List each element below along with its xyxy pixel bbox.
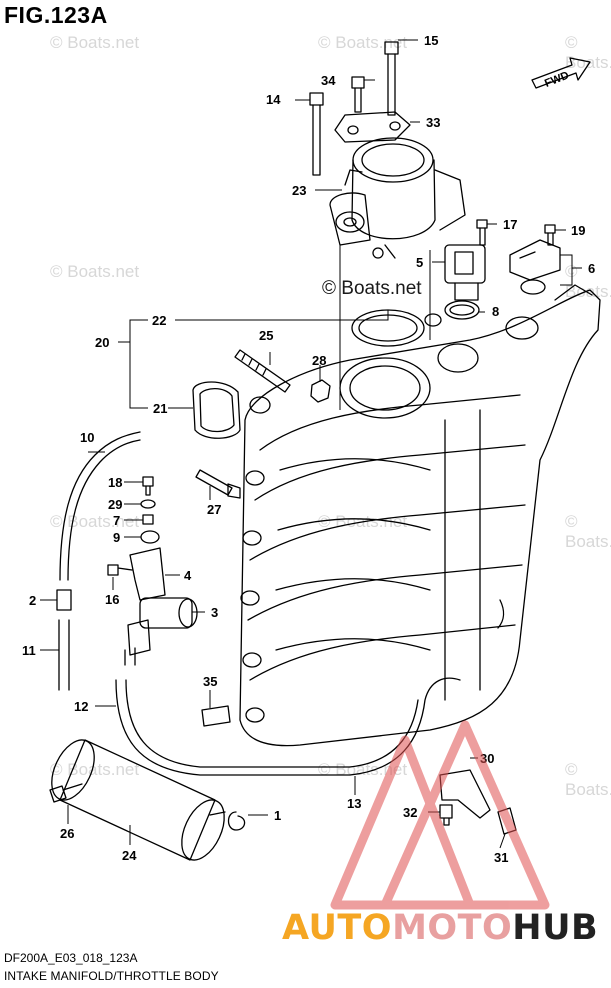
brand-part-hub: HUB	[512, 908, 599, 948]
callout-4: 4	[184, 568, 192, 583]
washer-29	[140, 499, 156, 509]
callout-35: 35	[203, 674, 217, 689]
bolt-34	[351, 76, 365, 113]
callout-15: 15	[424, 33, 438, 48]
callout-16: 16	[105, 592, 119, 607]
o-ring-8	[444, 300, 480, 320]
watermark: © Boats.net	[565, 512, 611, 551]
leader-lines	[40, 39, 582, 849]
bolt-17	[476, 219, 488, 246]
gasket-plate	[334, 111, 411, 143]
callout-28: 28	[312, 353, 326, 368]
watermark: © Boats.net	[565, 33, 611, 72]
watermark: © Boats.net	[50, 33, 140, 52]
clamp-1	[227, 811, 246, 831]
callout-6: 6	[588, 261, 595, 276]
callout-24: 24	[122, 848, 137, 863]
callout-33: 33	[426, 115, 440, 130]
throttle-body	[329, 137, 466, 259]
bolt-19	[544, 224, 556, 246]
fwd-label: FWD	[543, 69, 571, 90]
callout-34: 34	[321, 73, 336, 88]
figure-code: DF200A_E03_018_123A	[4, 951, 138, 965]
watermark: © Boats.net	[565, 760, 611, 799]
callout-32: 32	[403, 805, 417, 820]
callout-3: 3	[211, 605, 218, 620]
sensor-6	[509, 239, 561, 281]
callout-12: 12	[74, 699, 88, 714]
callout-10: 10	[80, 430, 94, 445]
callout-11: 11	[22, 643, 36, 658]
callout-1: 1	[274, 808, 281, 823]
watermark: © Boats.net	[50, 760, 140, 779]
callout-9: 9	[113, 530, 120, 545]
brand-part-auto: AUTO	[282, 908, 393, 948]
bolt-16	[107, 564, 133, 576]
callout-17: 17	[503, 217, 517, 232]
bracket-30	[439, 769, 491, 819]
watermark-center: © Boats.net	[322, 278, 422, 299]
grommet-9	[140, 530, 160, 544]
callout-14: 14	[266, 92, 281, 107]
callout-29: 29	[108, 497, 122, 512]
collar-7	[142, 514, 154, 525]
callout-27: 27	[207, 502, 221, 517]
bracket-4	[129, 547, 166, 601]
clip-35	[201, 705, 231, 727]
callout-7: 7	[113, 513, 120, 528]
bolt-27	[195, 469, 233, 496]
callout-13: 13	[347, 796, 361, 811]
callout-23: 23	[292, 183, 306, 198]
callout-5: 5	[416, 255, 423, 270]
hose-12	[115, 677, 461, 776]
intake-manifold	[239, 284, 601, 747]
fwd-arrow	[531, 57, 591, 89]
gasket-21	[192, 381, 241, 439]
callout-31: 31	[494, 850, 508, 865]
hose-10	[59, 431, 141, 581]
sensor-5	[444, 244, 486, 301]
figure-caption: INTAKE MANIFOLD/THROTTLE BODY	[4, 969, 219, 983]
bolt-32	[439, 804, 453, 826]
callout-26: 26	[60, 826, 74, 841]
callout-8: 8	[492, 304, 499, 319]
brand-logo-mark	[330, 720, 550, 910]
valve-3	[124, 597, 198, 666]
callout-labels: 15 34 14 33 23 17 19 5 6 8 22 20 25 28 2…	[22, 33, 595, 865]
watermark: © Boats.net	[565, 262, 611, 301]
brand-part-moto: MOTO	[392, 908, 513, 948]
figure-title: FIG.123A	[4, 2, 108, 28]
canister-24	[51, 739, 226, 861]
callout-18: 18	[108, 475, 122, 490]
bolt-18	[142, 476, 154, 496]
hose-11	[58, 619, 70, 691]
bolt-26	[49, 783, 83, 803]
brand-wordmark: AUTOMOTOHUB	[282, 908, 598, 948]
callout-2: 2	[29, 593, 36, 608]
callout-21: 21	[153, 401, 167, 416]
nut-28	[310, 379, 331, 403]
callout-20: 20	[95, 335, 109, 350]
stud-25	[234, 349, 291, 393]
callout-19: 19	[571, 223, 585, 238]
bolt-14	[309, 92, 324, 176]
callout-25: 25	[259, 328, 273, 343]
callout-22: 22	[152, 313, 166, 328]
watermark: © Boats.net	[50, 262, 140, 281]
bolt-15	[384, 41, 399, 116]
fitting-2	[56, 589, 72, 611]
